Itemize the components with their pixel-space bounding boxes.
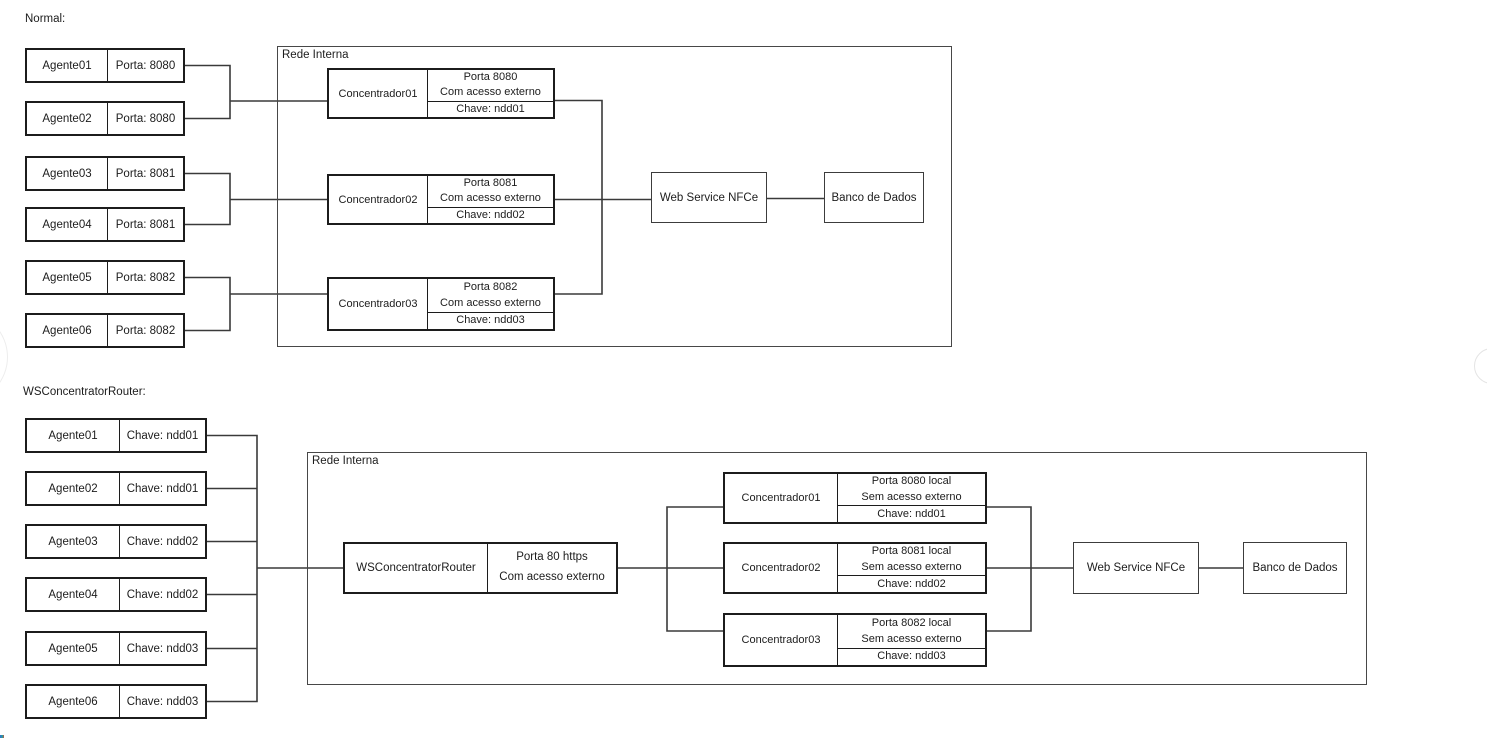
agent-port: Porta: 8082 (115, 271, 176, 284)
agent-port: Porta: 8082 (115, 324, 176, 337)
agent-key: Chave: ndd03 (126, 642, 199, 655)
agent-key: Chave: ndd01 (126, 482, 199, 495)
agent-name: Agente06 (27, 686, 120, 717)
concentrator-port: Porta 8081 local (871, 545, 952, 558)
concentrator-access: Com acesso externo (440, 192, 541, 205)
concentrator-box: Concentrador03 Porta 8082 local Sem aces… (723, 613, 987, 667)
webservice-box: Web Service NFCe (651, 172, 767, 223)
database-box: Banco de Dados (824, 172, 924, 223)
concentrator-port: Porta 8082 (463, 280, 518, 293)
network-boundary: Rede Interna (307, 452, 1367, 685)
network-label: Rede Interna (282, 49, 349, 61)
concentrator-name: Concentrador02 (329, 176, 428, 223)
section-label-wsrouter: WSConcentratorRouter: (23, 386, 146, 398)
concentrator-access: Com acesso externo (440, 296, 541, 309)
agent-box: Agente04 Chave: ndd02 (25, 577, 207, 612)
agent-box: Agente04 Porta: 8081 (25, 207, 185, 242)
concentrator-port: Porta 8082 local (871, 616, 952, 629)
concentrator-box: Concentrador02 Porta 8081 local Sem aces… (723, 542, 987, 594)
concentrator-box: Concentrador03 Porta 8082 Com acesso ext… (327, 277, 555, 331)
network-boundary: Rede Interna (277, 46, 952, 347)
router-name: WSConcentratorRouter (345, 544, 488, 592)
concentrator-access: Sem acesso externo (861, 561, 962, 573)
agent-key: Chave: ndd02 (126, 588, 199, 601)
concentrator-name: Concentrador02 (725, 544, 838, 592)
concentrator-access: Com acesso externo (440, 86, 541, 99)
concentrator-port: Porta 8081 (463, 177, 518, 190)
agent-name: Agente06 (27, 315, 108, 346)
agent-key: Chave: ndd03 (126, 695, 199, 708)
agent-box: Agente06 Porta: 8082 (25, 313, 185, 348)
agent-port: Porta: 8081 (115, 218, 176, 231)
agent-name: Agente04 (27, 209, 108, 240)
concentrator-name: Concentrador03 (725, 615, 838, 665)
concentrator-name: Concentrador01 (329, 70, 428, 117)
agent-box: Agente05 Porta: 8082 (25, 260, 185, 295)
agent-name: Agente04 (27, 579, 120, 610)
concentrator-access: Sem acesso externo (861, 491, 962, 503)
agent-name: Agente03 (27, 526, 120, 557)
agent-name: Agente01 (27, 420, 120, 451)
agent-box: Agente02 Porta: 8080 (25, 101, 185, 136)
agent-box: Agente03 Porta: 8081 (25, 156, 185, 191)
agent-box: Agente02 Chave: ndd01 (25, 471, 207, 506)
concentrator-name: Concentrador01 (725, 474, 838, 522)
agent-name: Agente01 (27, 50, 108, 81)
concentrator-port: Porta 8080 (463, 71, 518, 84)
router-access: Com acesso externo (499, 571, 605, 584)
network-label: Rede Interna (312, 455, 379, 467)
concentrator-key: Chave: ndd02 (427, 206, 554, 224)
concentrator-key: Chave: ndd02 (837, 575, 986, 594)
wsrouter-connectors (207, 434, 1243, 703)
section-label-normal: Normal: (25, 13, 66, 25)
agent-box: Agente05 Chave: ndd03 (25, 631, 207, 666)
agent-key: Chave: ndd02 (126, 535, 199, 548)
concentrator-box: Concentrador01 Porta 8080 local Sem aces… (723, 472, 987, 524)
corner-pixel-artifact (0, 735, 4, 738)
concentrator-key: Chave: ndd01 (837, 505, 986, 524)
router-port: Porta 80 https (516, 551, 588, 564)
agent-name: Agente05 (27, 262, 108, 293)
concentrator-box: Concentrador02 Porta 8081 Com acesso ext… (327, 174, 555, 225)
concentrator-port: Porta 8080 local (871, 475, 952, 488)
agent-port: Porta: 8080 (115, 59, 176, 72)
concentrator-key: Chave: ndd03 (837, 647, 986, 666)
agent-name: Agente05 (27, 633, 120, 664)
agent-name: Agente03 (27, 158, 108, 189)
concentrator-access: Sem acesso externo (861, 632, 962, 645)
agent-box: Agente01 Chave: ndd01 (25, 418, 207, 453)
normal-connectors (185, 64, 824, 332)
agent-box: Agente06 Chave: ndd03 (25, 684, 207, 719)
agent-name: Agente02 (27, 473, 120, 504)
agent-port: Porta: 8080 (115, 112, 176, 125)
database-box: Banco de Dados (1243, 542, 1347, 594)
concentrator-name: Concentrador03 (329, 279, 428, 329)
concentrator-key: Chave: ndd01 (427, 100, 554, 118)
agent-box: Agente03 Chave: ndd02 (25, 524, 207, 559)
router-box: WSConcentratorRouter Porta 80 https Com … (343, 542, 618, 594)
agent-key: Chave: ndd01 (126, 429, 199, 442)
concentrator-key: Chave: ndd03 (427, 311, 554, 330)
agent-box: Agente01 Porta: 8080 (25, 48, 185, 83)
agent-port: Porta: 8081 (115, 167, 176, 180)
concentrator-box: Concentrador01 Porta 8080 Com acesso ext… (327, 68, 555, 119)
agent-name: Agente02 (27, 103, 108, 134)
webservice-box: Web Service NFCe (1073, 542, 1199, 594)
